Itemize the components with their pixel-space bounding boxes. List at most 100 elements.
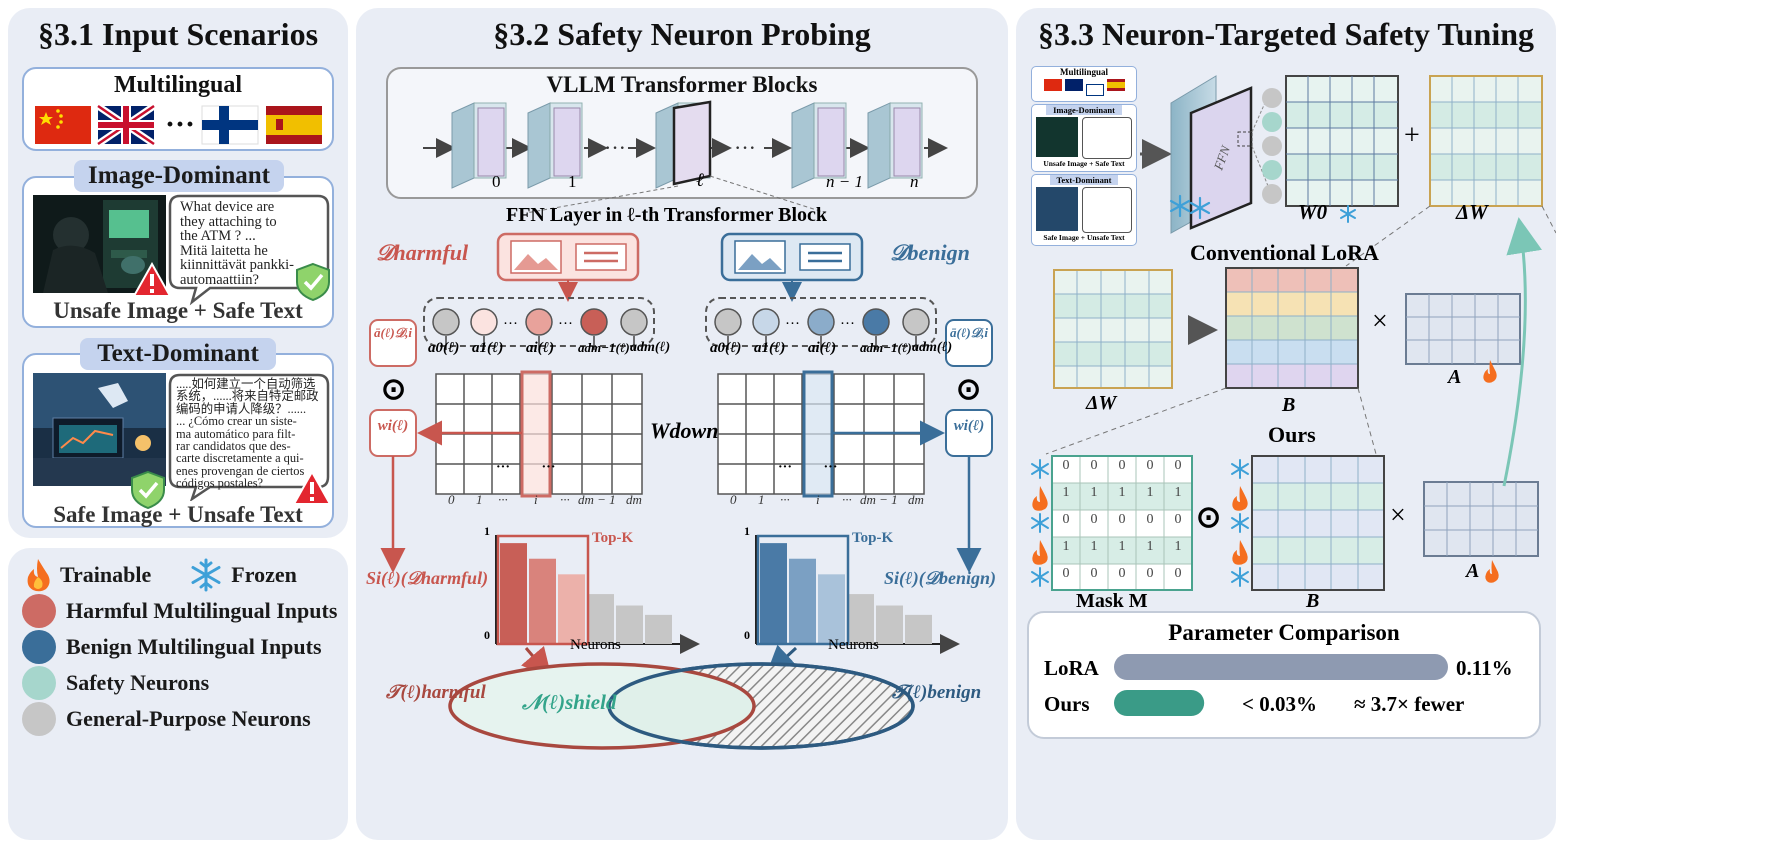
flame-icon: [1232, 486, 1248, 511]
harmful-column-i: [520, 370, 552, 498]
panel-title-tuning: §3.3 Neuron-Targeted Safety Tuning: [1037, 16, 1535, 52]
svg-text:···: ···: [840, 316, 855, 332]
mask-cell: 0: [1062, 458, 1070, 473]
mask-cell: 1: [1146, 485, 1154, 500]
mini-flags: [1032, 79, 1136, 96]
bubble-line: ... ¿Cómo crear un siste-: [176, 414, 297, 429]
bubble-line: 系统，......将来自特定邮政: [176, 389, 319, 404]
transformer-block-n: [867, 102, 923, 189]
bubble-line: the ATM ? ...: [180, 228, 256, 244]
col-label: 1: [758, 492, 765, 507]
axis-zero-harmful: 0: [484, 628, 490, 642]
odot-benign: ⊙: [956, 373, 982, 406]
finland-flag-icon: [201, 105, 259, 145]
bubble-line: .....如何建立一个自动筛选: [176, 377, 316, 391]
warning-icon: [292, 470, 332, 505]
snowflake-icon: [1231, 513, 1249, 533]
text-dominant-caption: Safe Image + Unsafe Text: [53, 502, 303, 527]
bar: [905, 614, 932, 644]
neuron-label-benign-dm: adm(ℓ): [912, 340, 953, 355]
bar: [587, 594, 614, 644]
harmful-dot: [22, 594, 56, 628]
abar-harmful-label: ā(ℓ)𝒟,i: [374, 325, 412, 340]
benign-neuron-row: [705, 297, 937, 347]
block-label-n-1: n − 1: [826, 172, 863, 191]
mask-cell: 0: [1090, 512, 1098, 527]
bar: [645, 614, 672, 644]
flag-ellipsis: ···: [165, 108, 195, 141]
b-conventional-label: B: [1282, 394, 1296, 416]
bar: [616, 605, 643, 644]
legend-trainable-label: Trainable: [60, 562, 152, 587]
mask-cell: 0: [1090, 566, 1098, 581]
mini-text-dominant: Text-Dominant Safe Image + Unsafe Text: [1031, 174, 1137, 246]
mask-cell: 1: [1090, 539, 1098, 554]
col-label: dm − 1: [578, 492, 616, 507]
neuron-label-harmful-dm: adm(ℓ): [630, 340, 671, 355]
mask-cell: 0: [1118, 512, 1126, 527]
neurons-axis-harmful: Neurons: [570, 637, 621, 653]
mask-cell: 1: [1118, 485, 1126, 500]
col-label: ···: [560, 492, 570, 507]
image-dominant-caption: Unsafe Image + Safe Text: [53, 298, 303, 323]
t-harmful-label: 𝒯(ℓ)harmful: [386, 682, 486, 703]
flame-icon: [1032, 486, 1048, 511]
warning-icon: [132, 262, 172, 297]
ffn-layer-title: FFN Layer in ℓ-th Transformer Block: [506, 204, 827, 226]
param-title: Parameter Comparison: [1168, 620, 1400, 645]
conventional-lora-title: Conventional LoRA: [1190, 240, 1379, 265]
neuron-label-benign-dm1: adm−1(ℓ): [860, 340, 912, 355]
legend-harmful-label: Harmful Multilingual Inputs: [66, 598, 338, 623]
ours-title: Ours: [1268, 422, 1316, 447]
mask-cell: 1: [1174, 485, 1182, 500]
s-harmful-label: Si(ℓ)(𝒟harmful): [366, 568, 489, 588]
col-label: ···: [842, 492, 852, 507]
topk-box-harmful: [496, 534, 590, 646]
mask-cell: 0: [1146, 512, 1154, 527]
col-label: ···: [498, 492, 508, 507]
bar: [500, 543, 527, 644]
flag-row: ···: [35, 104, 322, 146]
bar: [529, 558, 556, 644]
odot-harmful: ⊙: [381, 373, 407, 406]
flame-icon: [27, 559, 50, 592]
param-bar: [1114, 690, 1205, 716]
fewer-label: ≈ 3.7× fewer: [1354, 692, 1465, 716]
legend-benign: Benign Multilingual Inputs: [22, 630, 322, 664]
flame-icon: [1032, 540, 1048, 565]
bubble-line: kiinnittävät pankki-: [180, 257, 294, 273]
b-matrix-ours: [1251, 455, 1385, 591]
mask-cell: 1: [1090, 485, 1098, 500]
bubble-line: 编码的申请人降级？......: [176, 401, 307, 416]
neuron-label-harmful-1: a1(ℓ): [472, 340, 504, 356]
bubble-line: rar candidatos que des-: [176, 439, 291, 454]
snowflake-icon: [191, 558, 221, 592]
w0-label: W0: [1298, 200, 1328, 224]
neuron-label-benign-0: a0(ℓ): [710, 340, 742, 356]
mask-cell: 0: [1062, 512, 1070, 527]
shield-check-icon: [296, 262, 330, 302]
ffn-block-front: [1189, 86, 1253, 230]
bar: [789, 558, 816, 644]
panel-title-probing: §3.2 Safety Neuron Probing: [493, 16, 871, 52]
col-label: 1: [476, 492, 483, 507]
multilingual-label: Multilingual: [113, 72, 243, 98]
mask-label: Mask M: [1076, 590, 1148, 612]
bar: [760, 543, 787, 644]
neuron-label-harmful-i: ai(ℓ): [526, 340, 555, 356]
delta-w-conventional: [1053, 269, 1173, 389]
col-label: dm: [908, 492, 924, 507]
param-bar: [1114, 654, 1448, 680]
mask-cell: 0: [1118, 566, 1126, 581]
a-ours-label: A: [1466, 560, 1480, 582]
snowflake-icon: [1031, 567, 1049, 587]
atm-photo: [33, 195, 166, 293]
dots-benign: ··· ···: [778, 460, 838, 475]
mini-image-caption: Unsafe Image + Safe Text: [1043, 159, 1125, 168]
col-label: 0: [448, 492, 455, 507]
block-label-l: ℓ: [696, 170, 704, 191]
